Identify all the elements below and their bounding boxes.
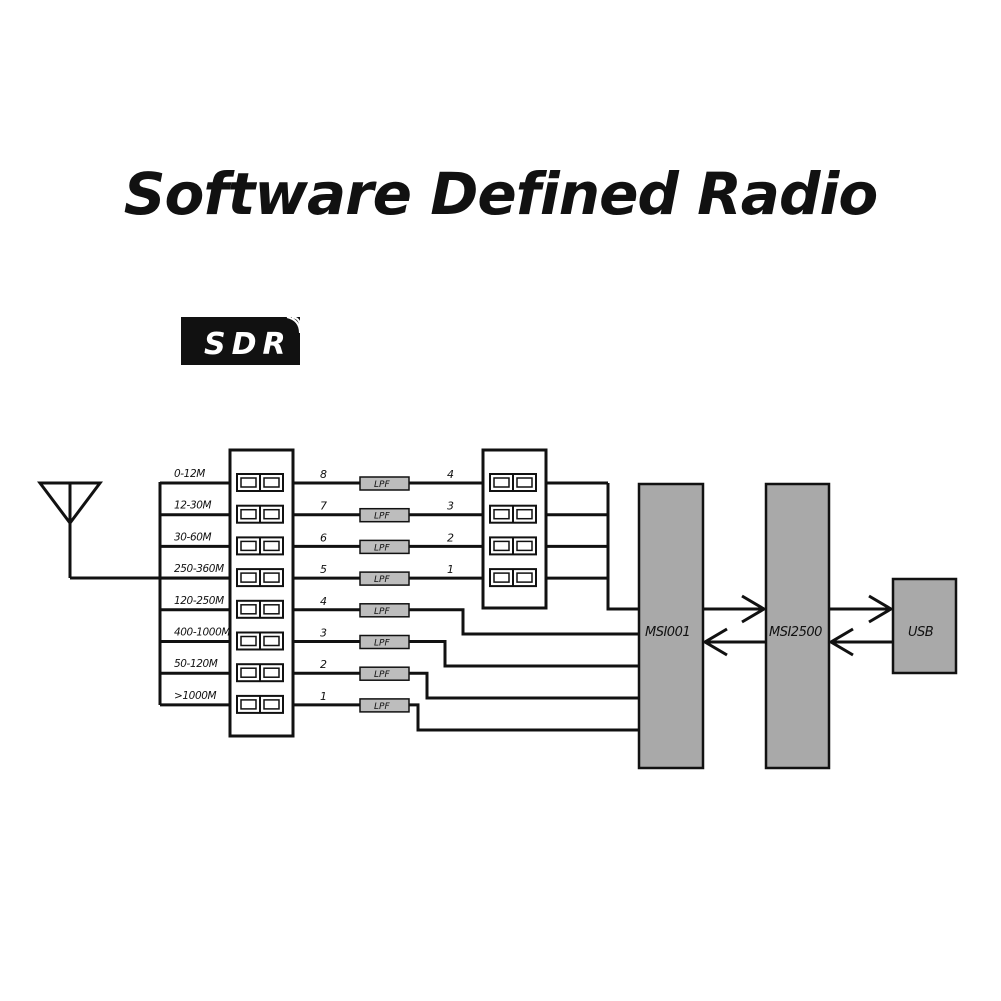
band-label: 250-360M: [174, 563, 224, 575]
band-switch-cell-contact-a: [240, 635, 257, 647]
lpf-label: LPF: [374, 670, 390, 680]
controller-chip: [764, 482, 831, 770]
filter-to-tuner-line: [409, 703, 639, 732]
band-label: 0-12M: [174, 468, 205, 480]
band-switch-cell-contact-a: [240, 477, 257, 488]
band-switch-cell-contact-b: [263, 699, 280, 710]
switch-to-tuner-line: [606, 483, 639, 611]
left-switch-number: 4: [320, 595, 327, 608]
band-label: 400-1000M: [174, 627, 230, 639]
band-label: 30-60M: [174, 531, 212, 543]
band-switch-cell-contact-b: [263, 604, 280, 615]
right-switch-number: 4: [447, 468, 454, 481]
lpf-label: LPF: [374, 480, 390, 490]
filter-switch-cell-contact-b: [516, 477, 533, 488]
right-switch-number: 2: [447, 531, 454, 544]
left-switch-number: 3: [320, 627, 327, 640]
left-switch-number: 7: [320, 500, 327, 513]
lpf-label: LPF: [374, 575, 390, 585]
filter-switch-cell-contact-b: [516, 540, 533, 552]
band-label: >1000M: [174, 690, 217, 702]
left-switch-number: 5: [320, 563, 327, 576]
filter-switch-cell-contact-b: [516, 572, 533, 583]
band-switch-cell-contact-b: [263, 508, 280, 520]
filter-switch-cell-contact-a: [493, 508, 510, 520]
band-switch-cell-contact-b: [263, 667, 280, 678]
band-switch-cell-contact-a: [240, 540, 257, 552]
band-switch-cell-contact-a: [240, 572, 257, 583]
tuner-chip-label: MSI001: [645, 625, 690, 640]
filter-to-tuner-line: [409, 640, 639, 668]
left-switch-number: 2: [320, 658, 327, 671]
sdr-badge: SDR: [181, 316, 301, 365]
lpf-label: LPF: [374, 639, 390, 649]
lpf-label: LPF: [374, 702, 390, 712]
band-label: 12-30M: [174, 500, 212, 512]
band-switch-cell-contact-b: [263, 572, 280, 583]
filter-switch-cell-contact-a: [493, 540, 510, 552]
band-switch-cell-contact-a: [240, 667, 257, 678]
lpf-label: LPF: [374, 607, 390, 617]
usb-block: [891, 577, 958, 675]
left-switch-number: 1: [320, 690, 327, 703]
left-switch-number: 8: [320, 468, 327, 481]
page-title: Software Defined Radio: [123, 160, 878, 228]
band-switch-cell-contact-b: [263, 540, 280, 552]
band-switch-cell-contact-b: [263, 635, 280, 647]
band-label: 50-120M: [174, 658, 218, 670]
lpf-label: LPF: [374, 543, 390, 553]
band-switch-cell-contact-b: [263, 477, 280, 488]
filter-to-tuner-line: [409, 671, 639, 700]
sdr-badge-label: SDR: [204, 327, 292, 362]
left-switch-number: 6: [320, 531, 327, 544]
band-select-switch: [228, 448, 295, 738]
band-switch-cell-contact-a: [240, 508, 257, 520]
data-flow-arrows: [702, 594, 894, 657]
usb-label: USB: [908, 625, 934, 640]
tuner-chip: [637, 482, 705, 770]
lpf-label: LPF: [374, 512, 390, 522]
filter-switch-cell-contact-a: [493, 572, 510, 583]
right-switch-number: 3: [447, 500, 454, 513]
filter-to-tuner-line: [409, 608, 639, 636]
right-switch-number: 1: [447, 563, 454, 576]
band-switch-cell-contact-a: [240, 699, 257, 710]
filter-switch-cell-contact-a: [493, 477, 510, 488]
controller-chip-label: MSI2500: [769, 625, 822, 640]
band-label: 120-250M: [174, 595, 224, 607]
filter-switch-cell-contact-b: [516, 508, 533, 520]
band-switch-cell-contact-a: [240, 604, 257, 615]
